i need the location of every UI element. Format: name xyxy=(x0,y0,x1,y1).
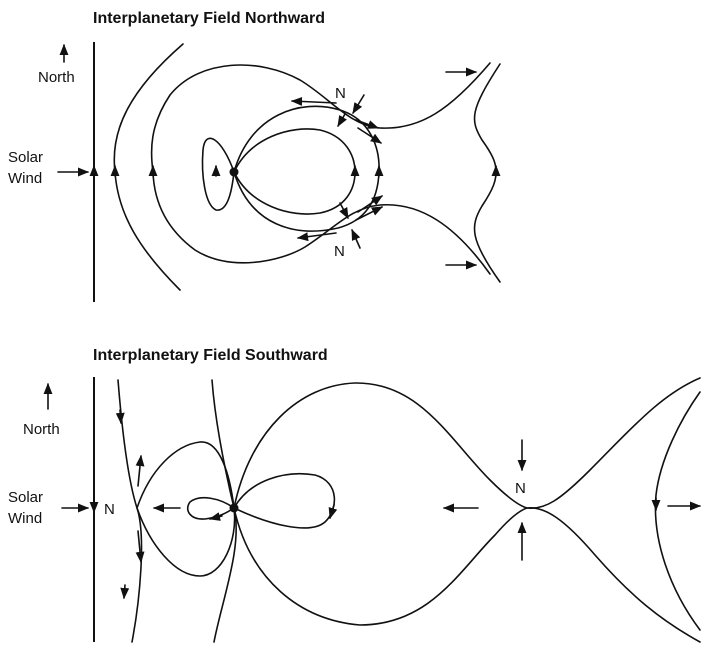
right-loop-2 xyxy=(233,473,336,529)
panel-northward: Interplanetary Field Northward North Sol… xyxy=(8,10,501,302)
small-loop-arrow-2 xyxy=(208,512,223,521)
panel-title-southward: Interplanetary Field Southward xyxy=(93,347,328,364)
recon-arrow-top-left xyxy=(290,96,337,106)
recon-arrow-bottom-left xyxy=(296,232,337,242)
recon-arrow-bottom-up xyxy=(351,228,361,249)
north-label: North xyxy=(38,69,75,86)
x-arrow-down xyxy=(135,530,145,564)
tail-lobe-bottom xyxy=(233,507,701,643)
neutral-point-left-label: N xyxy=(104,501,115,518)
dayside-loop xyxy=(136,441,236,577)
inner-field-loop xyxy=(233,128,356,215)
recon-arrow-top-inner xyxy=(337,113,347,127)
panel-title-northward: Interplanetary Field Northward xyxy=(93,10,325,27)
earth-dot xyxy=(229,167,239,177)
small-loop xyxy=(201,137,235,211)
panel-southward: Interplanetary Field Southward North Sol… xyxy=(8,347,702,643)
recon-arrow-bottom-inner xyxy=(339,202,349,219)
small-loop-2 xyxy=(186,496,235,520)
recon-arrow-bottom-right2 xyxy=(357,195,383,213)
solar-label-2-line2: Wind xyxy=(8,510,42,527)
recon-arrow-top-down xyxy=(352,94,365,114)
x-arrow-up xyxy=(135,454,145,487)
neutral-point-top-label: N xyxy=(335,85,346,102)
draped-field-line xyxy=(113,43,184,291)
tail-lobe-top xyxy=(233,377,701,510)
x-line-left-arrow-top xyxy=(115,409,125,425)
far-right-field-line xyxy=(654,391,701,631)
recon-arrow-top-right xyxy=(355,119,380,129)
recon-arrow-bottom-right xyxy=(355,206,384,221)
north-label-2: North xyxy=(23,421,60,438)
recon-arrow-top-right2 xyxy=(357,127,382,144)
x-line-left-arrow-bottom xyxy=(120,584,130,600)
right-loop-arrow-2 xyxy=(328,504,338,520)
neutral-point-bottom-label: N xyxy=(334,243,345,260)
solar-label-line1: Solar xyxy=(8,149,43,166)
neutral-point-tail-label: N xyxy=(515,480,526,497)
solar-label-2-line1: Solar xyxy=(8,489,43,506)
solar-label-line2: Wind xyxy=(8,170,42,187)
